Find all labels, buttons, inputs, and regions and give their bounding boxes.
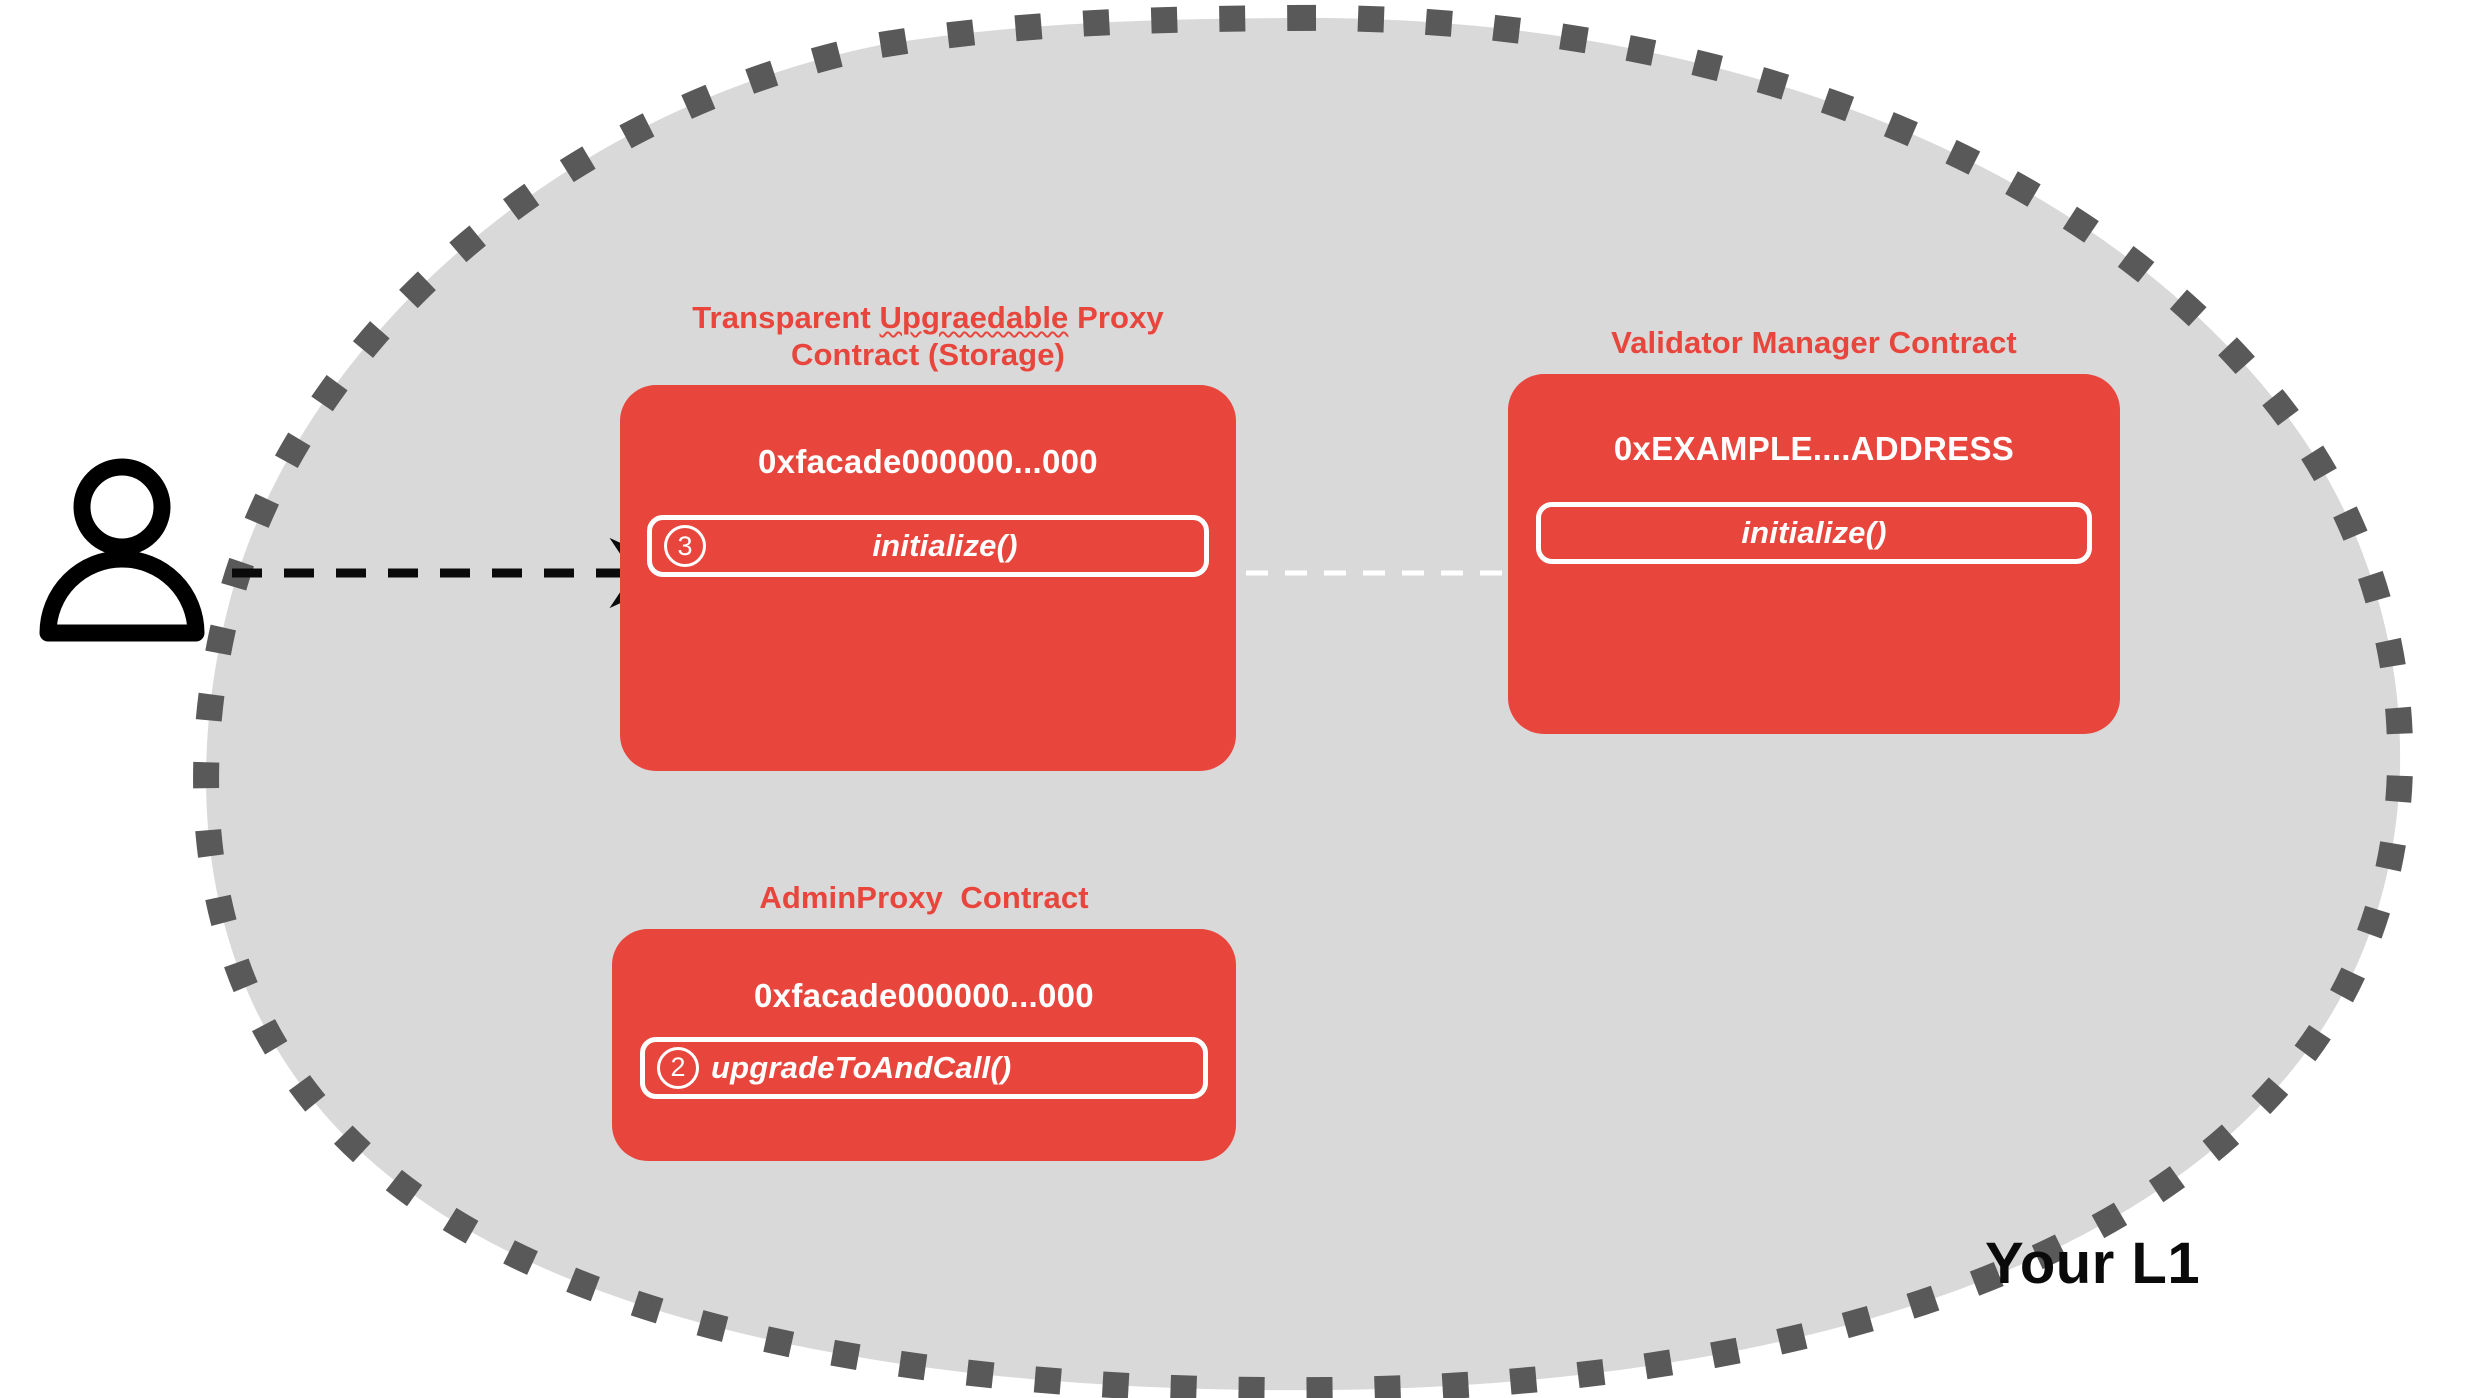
function-label-initialize: initialize(): [1741, 514, 1887, 550]
card-title-admin-proxy: AdminProxy Contract: [759, 880, 1089, 915]
function-button-upgrade-to-and-call[interactable]: 2 upgradeToAndCall(): [640, 1036, 1208, 1099]
card-admin-proxy[interactable]: AdminProxy Contract 0xfacade000000...000…: [612, 880, 1236, 1161]
card-title-part-a: Transparent: [692, 300, 880, 335]
card-title-misspelled-word: Upgraedable: [879, 300, 1069, 335]
card-address-transparent-upgradeable-proxy: 0xfacade000000...000: [758, 443, 1098, 481]
card-title-part-b: Proxy: [1068, 300, 1164, 335]
card-body-validator-manager: 0xEXAMPLE....ADDRESS initialize(): [1508, 373, 2120, 734]
step-badge-2: 2: [657, 1046, 699, 1089]
person-icon: [39, 458, 205, 642]
card-body-transparent-upgradeable-proxy: 0xfacade000000...000 3 initialize(): [620, 385, 1236, 772]
step-badge-3: 3: [664, 525, 706, 568]
function-label-initialize: initialize(): [872, 528, 1018, 564]
card-body-admin-proxy: 0xfacade000000...000 2 upgradeToAndCall(…: [612, 928, 1236, 1161]
card-title-line2: Contract (Storage): [791, 336, 1065, 372]
card-address-validator-manager: 0xEXAMPLE....ADDRESS: [1613, 429, 2015, 467]
region-dashed-border: [193, 4, 2413, 1398]
region-label-your-l1: Your L1: [1985, 1231, 2201, 1296]
card-address-admin-proxy: 0xfacade000000...000: [754, 976, 1094, 1014]
card-title-validator-manager: Validator Manager Contract: [1611, 325, 2017, 360]
function-label-upgrade-to-and-call: upgradeToAndCall(): [711, 1049, 1012, 1085]
card-validator-manager[interactable]: Validator Manager Contract 0xEXAMPLE....…: [1508, 325, 2120, 734]
function-button-initialize-validator-manager[interactable]: initialize(): [1536, 501, 2092, 564]
function-button-initialize-proxy[interactable]: 3 initialize(): [647, 515, 1209, 578]
